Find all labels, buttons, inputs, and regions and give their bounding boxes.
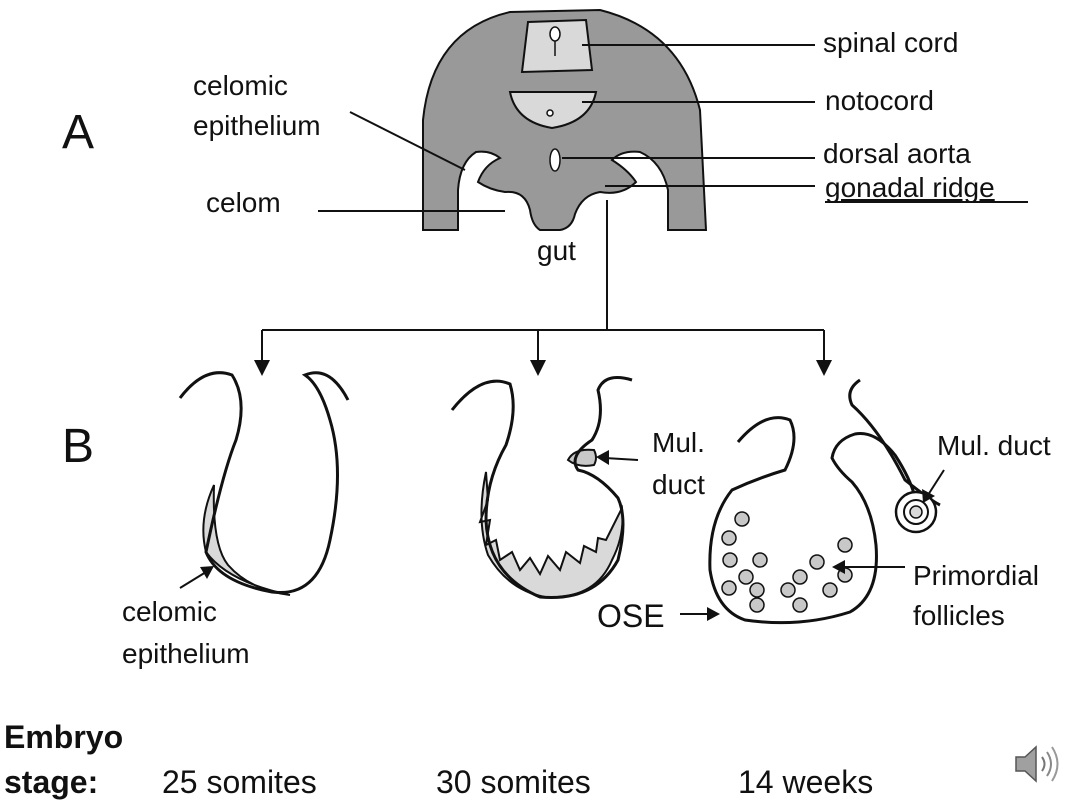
label-gonadal-ridge: gonadal ridge <box>825 172 995 203</box>
follicle <box>792 569 808 585</box>
speaker-icon-graphic <box>1015 745 1059 783</box>
arrow-head <box>254 360 270 376</box>
label-gut: gut <box>537 235 576 266</box>
folded-epithelium <box>478 471 624 599</box>
label-primordial-line2: follicles <box>913 600 1005 631</box>
arrow-head <box>832 560 845 574</box>
arrow-head <box>816 360 832 376</box>
label-ose: OSE <box>597 598 665 634</box>
stage-heading-line2: stage: <box>4 764 98 800</box>
embryo-cross-section <box>422 8 708 231</box>
follicle <box>721 530 737 546</box>
label-celomic-epithelium-a-line2: epithelium <box>193 110 321 141</box>
gonad-outline <box>178 371 350 595</box>
arrow-head <box>596 450 609 465</box>
label-celomic-epithelium-b-line2: epithelium <box>122 638 250 669</box>
arrow-head <box>530 360 546 376</box>
follicle <box>752 552 768 568</box>
gonad-outline <box>450 376 633 600</box>
stage-heading-line1: Embryo <box>4 719 123 755</box>
spinal-cord-shape <box>520 18 594 74</box>
mul-duct-stalk <box>848 378 941 507</box>
primordial-follicles <box>721 511 853 613</box>
follicle <box>721 580 737 596</box>
arrow-head <box>200 566 214 579</box>
arrow-head <box>707 607 720 621</box>
follicle <box>738 569 754 585</box>
stage-30-somites: 30 somites <box>436 764 591 800</box>
label-mul-duct-mid-line1: Mul. <box>652 427 705 458</box>
follicle <box>734 511 750 527</box>
mul-duct-mid-shape <box>566 448 597 467</box>
follicle <box>749 582 765 598</box>
panel-a-leaders <box>318 44 815 212</box>
celomic-epithelium-band <box>202 484 291 596</box>
label-celom: celom <box>206 187 281 218</box>
label-mul-duct-mid-line2: duct <box>652 469 705 500</box>
label-mul-duct-right: Mul. duct <box>937 430 1051 461</box>
stage-25-somites: 25 somites <box>162 764 317 800</box>
label-notocord: notocord <box>825 85 934 116</box>
follicle <box>749 597 765 613</box>
ovary-outline <box>708 416 917 625</box>
panel-b-pointers <box>179 450 945 621</box>
gonad-25-somites <box>178 371 350 596</box>
speaker-icon[interactable] <box>1010 740 1066 788</box>
panel-letter-a: A <box>62 106 94 159</box>
dorsal-aorta-shape <box>549 148 561 172</box>
follicle <box>792 597 808 613</box>
gonad-14-weeks <box>708 378 941 625</box>
label-spinal-cord: spinal cord <box>823 27 958 58</box>
follicle <box>837 537 853 553</box>
label-celomic-epithelium-b-line1: celomic <box>122 596 217 627</box>
label-primordial-line1: Primordial <box>913 560 1039 591</box>
follicle <box>722 552 738 568</box>
follicle <box>809 554 825 570</box>
connector-tree <box>254 200 832 376</box>
stage-14-weeks: 14 weeks <box>738 764 873 800</box>
spinal-canal <box>549 26 561 42</box>
panel-letter-b: B <box>62 420 94 473</box>
label-celomic-epithelium-a-line1: celomic <box>193 70 288 101</box>
gonad-30-somites <box>450 376 633 600</box>
follicle <box>822 582 838 598</box>
follicle <box>780 582 796 598</box>
arrow-head <box>922 489 935 503</box>
label-dorsal-aorta: dorsal aorta <box>823 138 971 169</box>
